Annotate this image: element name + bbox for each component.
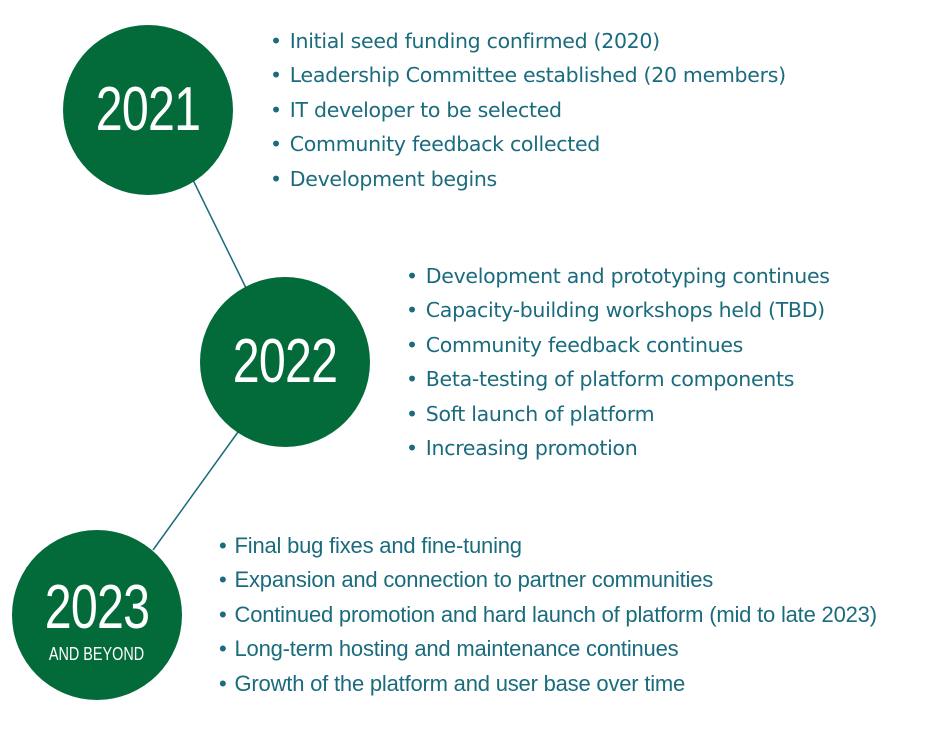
- year-label: 2021: [95, 75, 201, 144]
- year-circle-2023: 2023 AND BEYOND: [12, 530, 182, 700]
- milestone-list-2021: •Initial seed funding confirmed (2020) •…: [270, 24, 786, 196]
- milestone-item: •Community feedback collected: [270, 127, 786, 161]
- year-subtitle: AND BEYOND: [49, 644, 145, 664]
- milestone-item: •Growth of the platform and user base ov…: [219, 667, 877, 701]
- bullet-icon: •: [219, 601, 227, 627]
- milestone-item: •Long-term hosting and maintenance conti…: [219, 632, 877, 666]
- bullet-icon: •: [219, 636, 227, 662]
- bullet-icon: •: [406, 298, 418, 323]
- milestone-item: •Continued promotion and hard launch of …: [219, 598, 877, 632]
- milestone-item: •IT developer to be selected: [270, 93, 786, 127]
- year-circle-2022: 2022: [200, 277, 370, 447]
- bullet-icon: •: [219, 533, 227, 558]
- bullet-icon: •: [219, 567, 227, 593]
- bullet-icon: •: [270, 63, 282, 88]
- milestone-item: •Soft launch of platform: [406, 397, 830, 431]
- milestone-item: •Capacity-building workshops held (TBD): [406, 293, 830, 327]
- bullet-icon: •: [406, 367, 418, 392]
- bullet-icon: •: [270, 132, 282, 157]
- milestone-list-2023: •Final bug fixes and fine-tuning •Expans…: [219, 529, 877, 701]
- connector-line-2021-2022: [192, 179, 247, 289]
- bullet-icon: •: [219, 670, 227, 696]
- bullet-icon: •: [270, 29, 282, 53]
- bullet-icon: •: [406, 264, 418, 288]
- bullet-icon: •: [406, 436, 418, 461]
- connector-line-2022-2023: [152, 431, 239, 551]
- bullet-icon: •: [406, 332, 418, 357]
- milestone-item: •Final bug fixes and fine-tuning: [219, 529, 877, 563]
- milestone-item: •Development begins: [270, 162, 786, 196]
- milestone-item: •Increasing promotion: [406, 431, 830, 465]
- year-label: 2022: [232, 327, 338, 396]
- milestone-item: •Community feedback continues: [406, 328, 830, 362]
- bullet-icon: •: [270, 166, 282, 191]
- milestone-list-2022: •Development and prototyping continues •…: [406, 259, 830, 465]
- bullet-icon: •: [406, 401, 418, 426]
- bullet-icon: •: [270, 97, 282, 122]
- milestone-item: •Development and prototyping continues: [406, 259, 830, 293]
- milestone-item: •Initial seed funding confirmed (2020): [270, 24, 786, 58]
- year-label: 2023: [44, 573, 150, 642]
- milestone-item: •Expansion and connection to partner com…: [219, 563, 877, 597]
- milestone-item: •Leadership Committee established (20 me…: [270, 58, 786, 92]
- year-circle-2021: 2021: [63, 25, 233, 195]
- milestone-item: •Beta-testing of platform components: [406, 362, 830, 396]
